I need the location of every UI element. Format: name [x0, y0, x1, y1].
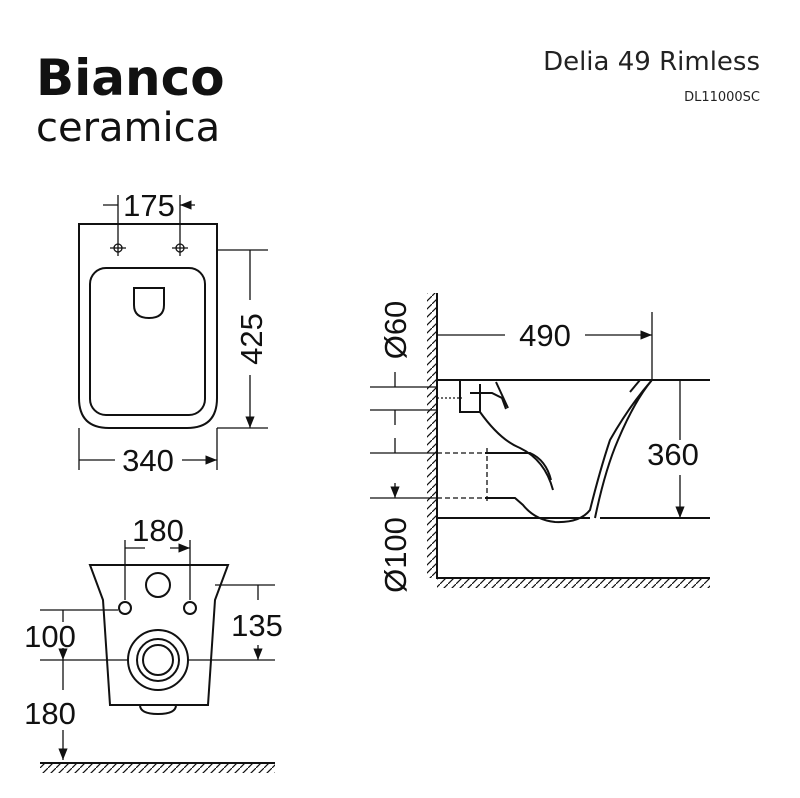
side-view: 490 360 Ø60 Ø100 — [370, 293, 710, 593]
rear-view: 180 135 100 180 — [24, 513, 283, 773]
trap — [479, 411, 554, 491]
fixing-hole-left-icon — [110, 240, 126, 256]
rear-floor-hatch — [40, 763, 275, 773]
bowl-outline — [78, 223, 218, 429]
top-view: 175 425 340 — [78, 188, 269, 478]
dim-180-height: 180 — [24, 696, 76, 731]
seat-hinge — [133, 287, 165, 320]
dim-outlet-diameter: Ø100 — [378, 517, 413, 593]
dim-180-bolts: 180 — [132, 513, 184, 548]
bolt-hole-right — [183, 601, 197, 615]
brand-logo-line1: Bianco — [36, 49, 225, 107]
dim-inlet-diameter: Ø60 — [378, 301, 413, 360]
dim-135: 135 — [231, 608, 283, 643]
brand-logo-line2: ceramica — [36, 105, 220, 151]
bolt-hole-left — [118, 601, 132, 615]
wall-hatch — [427, 293, 437, 578]
dim-175: 175 — [123, 188, 175, 223]
dim-100: 100 — [24, 619, 76, 654]
bowl-profile — [485, 379, 653, 524]
bowl-opening — [89, 267, 206, 416]
product-code: DL11000SC — [684, 90, 760, 105]
inlet-hole — [145, 572, 171, 598]
dim-425: 425 — [234, 313, 269, 365]
rear-outline — [88, 564, 230, 706]
inlet — [459, 380, 509, 413]
dim-360: 360 — [647, 437, 699, 472]
dim-490: 490 — [519, 318, 571, 353]
product-name: Delia 49 Rimless — [543, 47, 760, 77]
dim-340: 340 — [122, 443, 174, 478]
fixing-hole-right-icon — [172, 240, 188, 256]
floor-hatch — [437, 578, 710, 588]
